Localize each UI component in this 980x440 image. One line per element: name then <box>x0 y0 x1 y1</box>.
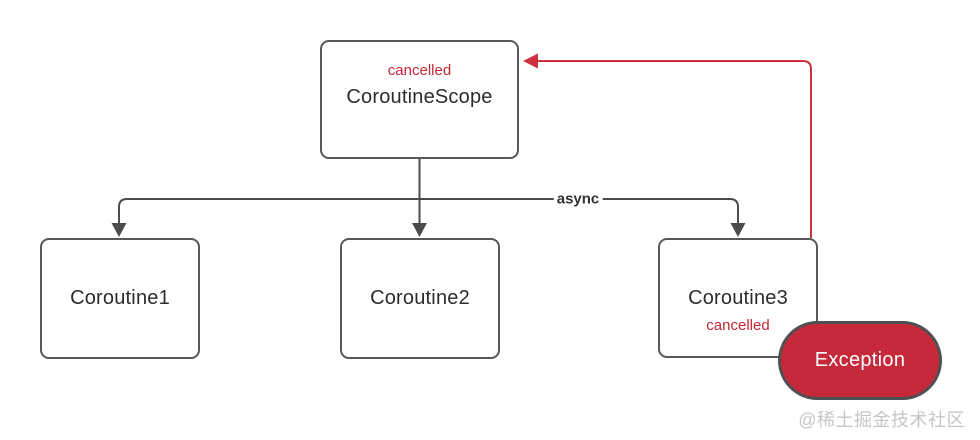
node-coroutine2: Coroutine2 <box>340 238 500 359</box>
node-coroutine-scope: cancelled CoroutineScope <box>320 40 519 159</box>
scope-label: CoroutineScope <box>346 86 493 108</box>
arrowhead-coroutine3 <box>730 223 746 237</box>
arrowhead-exception-to-scope <box>523 53 538 69</box>
async-edge-label: async <box>553 190 603 208</box>
arrowhead-coroutine2 <box>412 223 427 237</box>
coroutine1-label: Coroutine1 <box>70 287 170 309</box>
scope-cancelled-status: cancelled <box>387 62 452 79</box>
node-coroutine1: Coroutine1 <box>40 238 200 359</box>
coroutine2-label: Coroutine2 <box>370 287 470 309</box>
edge-distribution-bar <box>118 198 739 223</box>
arrowhead-coroutine1 <box>111 223 127 237</box>
node-exception: Exception <box>778 321 942 400</box>
coroutine3-cancelled-status: cancelled <box>706 317 770 334</box>
coroutine3-label: Coroutine3 <box>688 286 788 309</box>
exception-propagation-edge <box>538 60 812 238</box>
watermark-text: @稀土掘金技术社区 <box>798 410 965 430</box>
exception-label: Exception <box>814 349 906 371</box>
